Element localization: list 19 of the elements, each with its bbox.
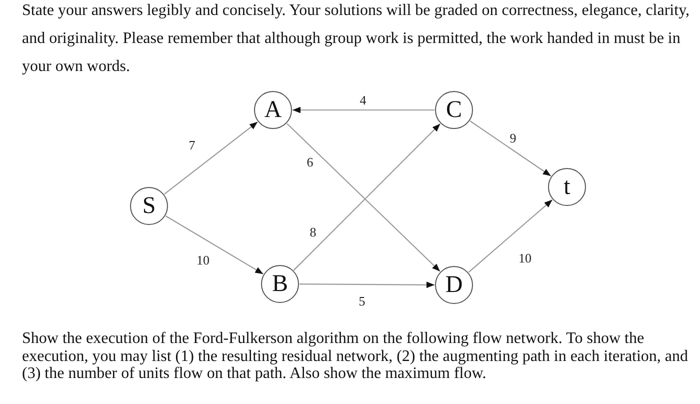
instruction-text: State your answers legibly and concisely. Your solutions will be graded on correctness, elegance, clarity, and originality. Please remember that although group work is permitted, the work handed in must be in your own words. xyxy=(22,1,691,77)
vertex-circle: t xyxy=(548,168,586,206)
capacity-label: 10 xyxy=(194,252,212,268)
arrow xyxy=(166,216,264,274)
vertex-circle: A xyxy=(254,91,292,129)
capacity-label: 9 xyxy=(508,130,518,146)
arrow xyxy=(292,106,434,114)
arrow xyxy=(300,282,434,288)
capacity-label: 8 xyxy=(308,224,318,240)
vertex-circle: B xyxy=(261,265,299,303)
arrow xyxy=(470,120,552,176)
arrow xyxy=(468,199,553,273)
vertex-circle: C xyxy=(435,91,473,129)
vertex-circle: D xyxy=(435,266,473,304)
question-text: Show the execution of the Ford-Fulkerson algorithm on the following flow network. To show the execution, you may list (1) the resulting residual network, (2) the augmenting path in each iteration, and (3) the number of units flow on that path. Also show the maximum flow. xyxy=(22,330,690,382)
capacity-label: 10 xyxy=(516,250,534,266)
capacity-label: 6 xyxy=(304,154,316,170)
vertex-circle: S xyxy=(130,187,168,225)
arrow xyxy=(164,121,258,195)
